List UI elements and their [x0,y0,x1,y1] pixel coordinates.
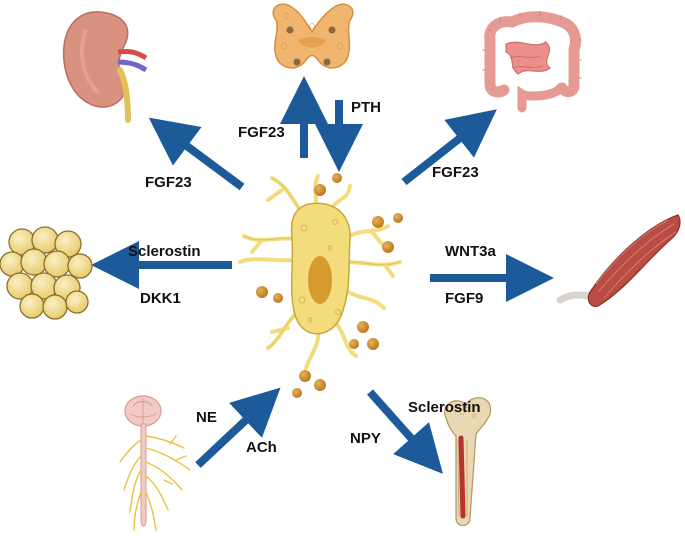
intestine-icon [482,11,582,113]
label-pth: PTH [351,99,381,116]
label-fgf9: FGF9 [445,290,483,307]
arrow-to-bone [367,389,443,474]
osteocyte-icon [238,173,403,398]
bone-icon [444,397,492,527]
label-fgf23-thyroid: FGF23 [238,124,285,141]
adipose-tissue-icon [0,226,93,320]
granules [256,173,403,398]
label-ach: ACh [246,439,277,456]
muscle-icon [556,214,681,307]
signal-labels: FGF23 PTH FGF23 FGF23 Sclerostin DKK1 WN… [128,99,496,456]
label-sclerostin-adipose: Sclerostin [128,243,201,260]
label-fgf23-intestine: FGF23 [432,164,479,181]
label-sclerostin-bone: Sclerostin [408,399,481,416]
label-dkk1: DKK1 [140,290,181,307]
arrows [91,76,554,474]
thyroid-icon [272,3,354,69]
label-fgf23-kidney: FGF23 [145,174,192,191]
nucleus [308,256,332,304]
kidney-icon [62,11,148,123]
arrow-to-kidney [148,117,245,191]
arrow-to-intestine [401,109,497,186]
label-ne: NE [196,409,217,426]
nervous-system-icon [119,395,191,531]
arrow-from-nervous-system [195,387,281,468]
label-npy: NPY [350,430,381,447]
label-wnt3a: WNT3a [445,243,496,260]
